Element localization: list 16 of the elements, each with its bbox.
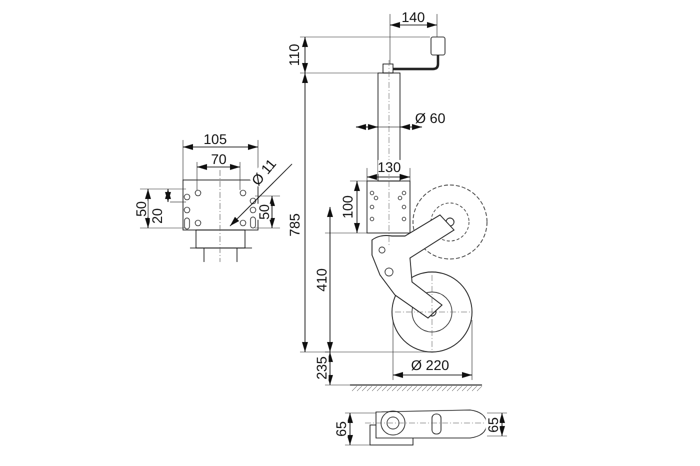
dimension-label: 785 bbox=[287, 213, 302, 237]
dimension-label: 65 bbox=[334, 421, 348, 437]
dimension-label: 110 bbox=[287, 44, 302, 66]
dimension-label: 20 bbox=[150, 208, 164, 224]
dimension-label: 50 bbox=[256, 204, 271, 220]
dimension-label: Ø 60 bbox=[415, 111, 446, 125]
dimension-label: 130 bbox=[378, 160, 401, 174]
dimension-label: 105 bbox=[204, 132, 227, 146]
dimension-label: 235 bbox=[314, 356, 328, 380]
dimension-label: 70 bbox=[211, 152, 227, 166]
dimension-label: Ø 220 bbox=[411, 358, 450, 372]
dimension-label: 65 bbox=[486, 417, 500, 433]
dimension-label: 140 bbox=[402, 10, 425, 24]
dimension-label: 100 bbox=[340, 195, 354, 219]
dimension-label: 50 bbox=[134, 201, 148, 217]
dimension-label: 410 bbox=[314, 268, 328, 292]
